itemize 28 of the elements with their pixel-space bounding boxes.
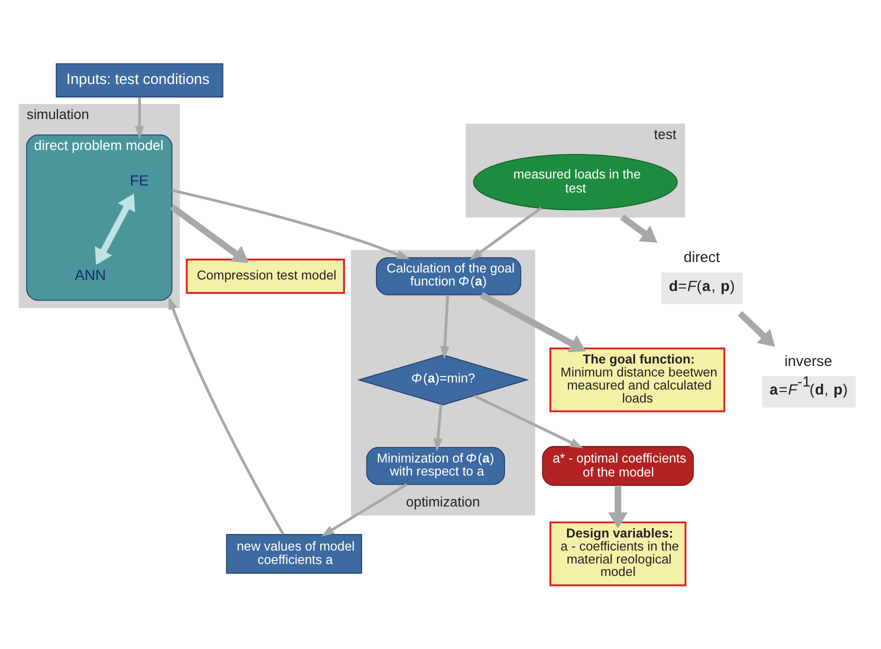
node-text: FE [130,174,149,190]
node-box: Design variables: a - coefficients in the material reological model [549,521,686,586]
node-label: direct [684,250,720,266]
node-box: Compression test model [186,258,345,294]
arrow [172,188,410,260]
arrow [474,394,584,448]
arrow [321,483,408,536]
node-diamond: Φ(a)=min? [357,354,529,406]
arrow [480,292,586,352]
node-box: a* - optimal coefficients of the model [542,446,694,486]
arrow [94,194,136,265]
node-box: new values of model coefficients a [226,534,362,574]
node-ellipse: measured loads in the test [473,154,678,210]
arrow [135,97,144,140]
node-box: Calculation of the goal function Φ(a) [376,257,522,296]
node-label: inverse [784,354,832,370]
arrow [620,214,658,243]
arrow [608,486,628,528]
arrow [168,296,284,535]
arrow [433,404,442,452]
arrow [469,206,542,260]
node-box: Minimization of Φ(a) with respect to a [366,446,506,485]
node-text: ANN [74,268,106,284]
arrow [440,294,450,360]
node-box: The goal function: Minimum distance beetwen measured and calculated loads [549,348,726,412]
arrow [738,311,775,347]
node-box: Inputs: test conditions [56,63,224,98]
arrow [170,204,249,264]
